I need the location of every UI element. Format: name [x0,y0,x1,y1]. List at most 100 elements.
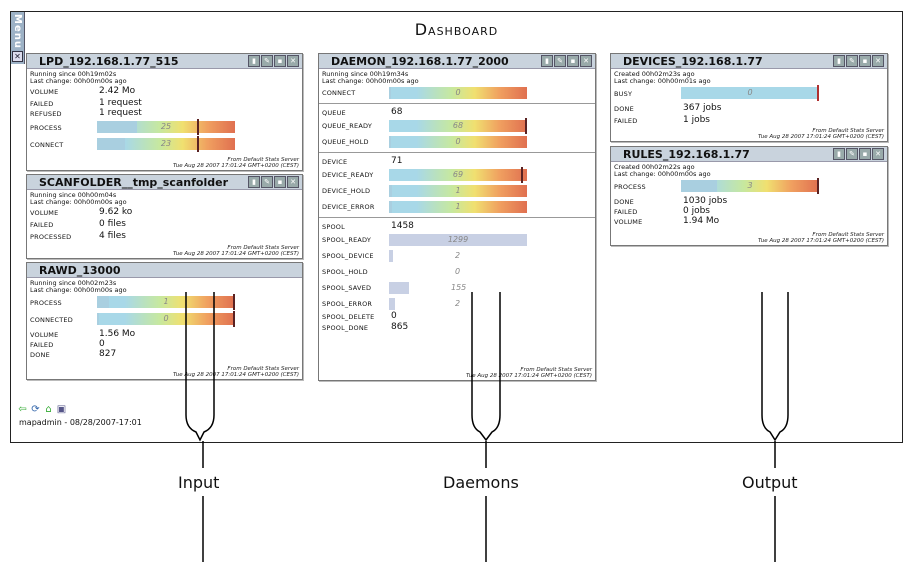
edit-icon[interactable]: ✎ [846,148,858,160]
menu-close-icon[interactable]: ✕ [12,51,23,62]
gauge-value: 2 [455,251,461,260]
gauge-label: SPOOL_READY [322,236,372,244]
widget-titlebar[interactable]: RAWD_13000 [27,263,302,278]
footer-date: Tue Aug 28 2007 17:01:24 GMT+0200 (CEST) [465,373,592,379]
gauge-label: SPOOL_HOLD [322,268,368,276]
gauge-label: SPOOL_ERROR [322,300,373,308]
widget-titlebar[interactable]: LPD_192.168.1.77_515 ▮✎▪✕ [27,54,302,69]
gauge-label: DEVICE_READY [322,171,374,179]
footer-date: Tue Aug 28 2007 17:01:24 GMT+0200 (CEST) [172,251,299,257]
connect-gauge: 0 [389,87,527,99]
gauge-label: PROCESS [30,299,62,307]
stat-label: VOLUME [614,218,643,226]
section-label-output: Output [742,473,798,492]
connected-gauge: 0 [97,311,235,327]
section-label-input: Input [178,473,220,492]
close-icon[interactable]: ✕ [287,55,299,67]
widget-titlebar[interactable]: RULES_192.168.1.77 ▮✎▪✕ [611,147,887,162]
widget-titlebar[interactable]: DEVICES_192.168.1.77 ▮✎▪✕ [611,54,887,69]
gauge-value: 1299 [447,235,469,244]
gauge-value: 2 [455,299,461,308]
process-gauge: 25 [97,119,235,135]
menu-strip[interactable]: Menu ✕ [11,12,25,64]
spool-device-gauge [389,250,393,262]
close-icon[interactable]: ✕ [287,176,299,188]
minimize-icon[interactable]: ▪ [567,55,579,67]
last-change-text: Last change: 00h00m00s ago [614,170,711,178]
stat-label: SPOOL_DELETE [322,313,375,321]
footer-date: Tue Aug 28 2007 17:01:24 GMT+0200 (CEST) [172,372,299,378]
footer-status: mapadmin - 08/28/2007-17:01 [19,418,142,427]
stat-label: VOLUME [30,88,59,96]
minimize-icon[interactable]: ▪ [274,176,286,188]
graph-icon[interactable]: ▮ [833,148,845,160]
device-error-gauge: 1 [389,201,527,213]
minimize-icon[interactable]: ▪ [274,55,286,67]
gauge-value: 1 [163,297,169,306]
stat-value: 0 [391,311,397,321]
gauge-label: PROCESS [614,183,646,191]
graph-icon[interactable]: ▮ [248,176,260,188]
gauge-value: 0 [455,88,461,97]
widget-titlebar[interactable]: DAEMON_192.168.1.77_2000 ▮✎▪✕ [319,54,595,69]
footer-source: From Default Stats Server [812,232,884,238]
stat-value: 71 [391,156,403,166]
last-change-text: Last change: 00h00m00s ago [322,77,419,85]
gauge-value: 25 [160,122,172,131]
gauge-label: QUEUE_READY [322,122,372,130]
stat-value: 1.56 Mo [99,329,136,339]
save-icon[interactable]: ▣ [56,404,67,415]
gauge-value: 68 [452,121,464,130]
gauge-value: 0 [455,267,461,276]
graph-icon[interactable]: ▮ [833,55,845,67]
home-icon[interactable]: ⌂ [45,404,52,415]
stat-label: DONE [614,105,634,113]
minimize-icon[interactable]: ▪ [859,55,871,67]
footer-date: Tue Aug 28 2007 17:01:24 GMT+0200 (CEST) [172,163,299,169]
running-text: Running since 00h02m23s [30,279,117,287]
menu-label[interactable]: Menu [12,14,23,49]
gauge-value: 1 [455,186,461,195]
gauge-value: 155 [451,283,467,292]
gauge-value: 0 [747,88,753,97]
graph-icon[interactable]: ▮ [541,55,553,67]
stat-value: 1458 [391,221,414,231]
widget-titlebar[interactable]: SCANFOLDER__tmp_scanfolder ▮✎▪✕ [27,175,302,190]
close-icon[interactable]: ✕ [872,55,884,67]
close-icon[interactable]: ✕ [872,148,884,160]
back-arrow-icon[interactable]: ⇦ [18,404,27,415]
widget-lpd: LPD_192.168.1.77_515 ▮✎▪✕ Running since … [26,53,303,171]
last-change-text: Last change: 00h00m00s ago [30,198,127,206]
process-gauge: 1 [97,294,235,310]
stat-label: SPOOL [322,223,345,231]
stat-value: 68 [391,107,403,117]
stat-label: VOLUME [30,209,59,217]
edit-icon[interactable]: ✎ [261,55,273,67]
graph-icon[interactable]: ▮ [248,55,260,67]
minimize-icon[interactable]: ▪ [859,148,871,160]
edit-icon[interactable]: ✎ [846,55,858,67]
dashboard-title: Dashboard [414,20,499,39]
refresh-icon[interactable]: ⟳ [31,404,40,415]
stat-value: 2.42 Mo [99,86,136,96]
stat-value: 0 jobs [683,206,710,216]
close-icon[interactable]: ✕ [580,55,592,67]
gauge-label: SPOOL_DEVICE [322,252,374,260]
gauge-value: 69 [452,170,464,179]
last-change-text: Last change: 00h00m01s ago [614,77,711,85]
widget-scanfolder: SCANFOLDER__tmp_scanfolder ▮✎▪✕ Running … [26,174,303,259]
created-text: Created 00h02m23s ago [614,70,695,78]
gauge-value: 0 [455,137,461,146]
dashboard-frame: Menu ✕ Dashboard LPD_192.168.1.77_515 ▮✎… [10,11,903,443]
process-gauge: 3 [681,178,819,194]
widget-rules: RULES_192.168.1.77 ▮✎▪✕ Created 00h02m22… [610,146,888,246]
edit-icon[interactable]: ✎ [261,176,273,188]
gauge-label: DEVICE_HOLD [322,187,371,195]
stat-value: 9.62 ko [99,207,133,217]
stat-label: QUEUE [322,109,346,117]
device-ready-gauge: 69 [389,167,527,183]
footer-date: Tue Aug 28 2007 17:01:24 GMT+0200 (CEST) [757,134,884,140]
edit-icon[interactable]: ✎ [554,55,566,67]
